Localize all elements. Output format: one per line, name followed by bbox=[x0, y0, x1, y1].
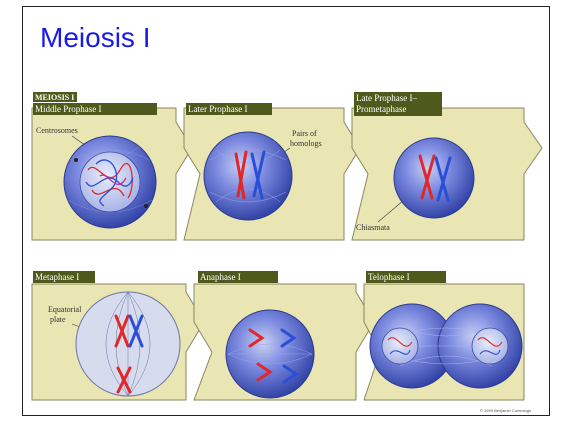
panel-6-title: Telophase I bbox=[368, 272, 410, 282]
panel-5-title: Anaphase I bbox=[200, 272, 241, 282]
annotation-centrosomes: Centrosomes bbox=[36, 126, 78, 135]
cell-late-prophase-prometaphase bbox=[394, 138, 474, 218]
panel-2-title: Later Prophase I bbox=[188, 104, 247, 114]
cell-middle-prophase-i bbox=[64, 136, 156, 228]
cell-anaphase-i bbox=[226, 310, 314, 398]
copyright-credit: © 1999 Benjamin Cummings bbox=[480, 408, 531, 413]
header-label: MEIOSIS I bbox=[35, 93, 74, 102]
annotation-homologs: homologs bbox=[290, 139, 322, 148]
annotation-pairs-of: Pairs of bbox=[292, 129, 317, 138]
cell-metaphase-i bbox=[76, 292, 180, 396]
annotation-equatorial: Equatorial bbox=[48, 305, 82, 314]
annotation-chiasmata: Chiasmata bbox=[356, 223, 390, 232]
panel-1-title: Middle Prophase I bbox=[35, 104, 102, 114]
cell-later-prophase-i bbox=[204, 132, 292, 220]
panel-4-title: Metaphase I bbox=[35, 272, 79, 282]
panel-3-title-line-1: Late Prophase I– bbox=[356, 93, 417, 103]
annotation-plate: plate bbox=[50, 315, 66, 324]
panel-3-title-line-2: Prometaphase bbox=[356, 104, 406, 114]
